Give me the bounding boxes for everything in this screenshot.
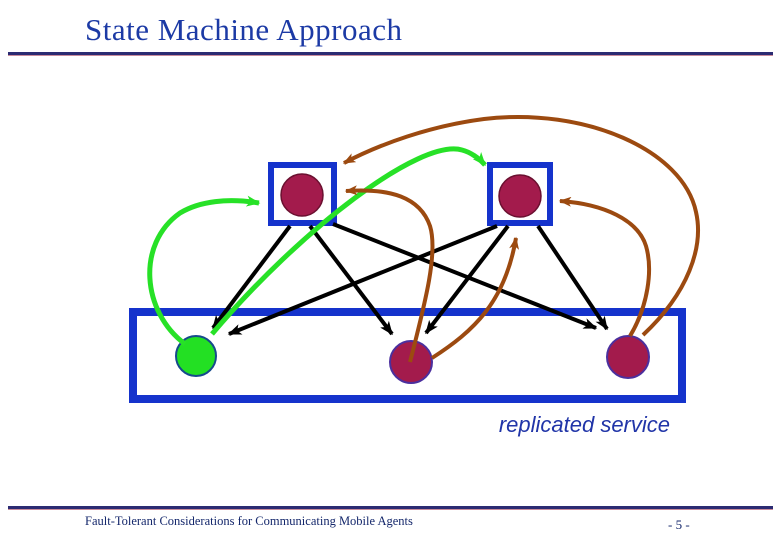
replica-right-circle [606, 335, 650, 379]
edge-replica-green-to-agent-left [147, 195, 261, 347]
agent-left-circle [280, 173, 324, 217]
edge-agent-left-to-replica-middle [308, 224, 394, 336]
edge-agent-left-to-replica-green [211, 224, 292, 330]
page-number: - 5 - [668, 517, 690, 532]
edge-agent-left-to-replica-right [332, 222, 598, 330]
agent-right-circle [498, 174, 542, 218]
title-underline-pink [8, 55, 773, 56]
replicated-service-label: replicated service [498, 412, 670, 437]
edge-replica-green-to-agent-right [210, 146, 487, 336]
footer-rule-navy [8, 506, 773, 509]
footer-title: Fault-Tolerant Considerations for Commun… [85, 514, 413, 528]
edge-agent-right-to-replica-middle [424, 224, 510, 335]
edge-agent-right-to-replica-right [536, 224, 609, 331]
replica-green-circle [175, 335, 217, 377]
edge-replica-right-to-agent-left [342, 114, 700, 337]
edge-agent-right-to-replica-green [227, 224, 498, 336]
title-underline [8, 52, 773, 56]
footer-rule [8, 506, 773, 510]
footer-rule-pink [8, 509, 773, 510]
title-underline-navy [8, 52, 773, 55]
edge-replica-middle-to-agent-right [430, 236, 520, 360]
edge-replica-right-to-agent-right [558, 196, 652, 338]
edge-replica-middle-to-agent-left [344, 185, 435, 363]
slide-title: State Machine Approach [85, 12, 403, 47]
